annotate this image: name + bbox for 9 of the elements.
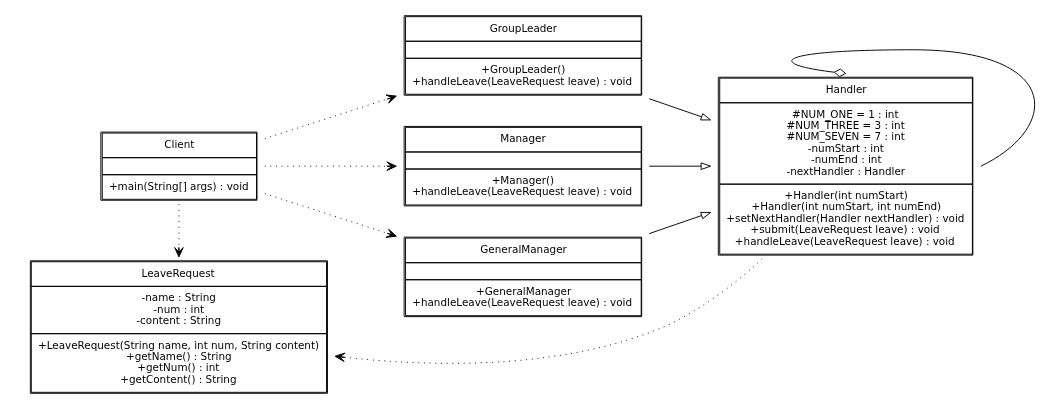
arrow xyxy=(648,162,711,170)
arrow xyxy=(173,203,184,258)
arrow xyxy=(648,211,711,235)
arrow xyxy=(263,94,397,140)
connector xyxy=(791,49,1035,167)
arrow xyxy=(334,258,763,364)
arrow xyxy=(263,193,397,238)
arrow xyxy=(263,161,397,171)
arrow xyxy=(648,98,711,121)
